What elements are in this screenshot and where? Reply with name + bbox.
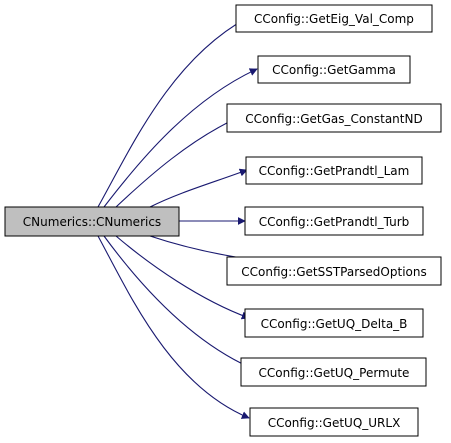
edge-to-getgamma: [103, 68, 258, 208]
edge-to-getgas-constantnd: [115, 117, 238, 208]
node-getgas-constantnd[interactable]: CConfig::GetGas_ConstantND: [226, 103, 442, 133]
edge-to-getuq-permute: [103, 235, 250, 368]
node-getuq-permute[interactable]: CConfig::GetUQ_Permute: [240, 357, 427, 387]
node-box: [240, 357, 427, 387]
node-label: CConfig::GetPrandtl_Turb: [259, 215, 410, 229]
node-box: [257, 55, 411, 84]
call-edges: [97, 17, 271, 419]
node-label: CConfig::GetSSTParsedOptions: [241, 265, 426, 279]
node-label: CConfig::GetGas_ConstantND: [245, 112, 422, 126]
node-label: CConfig::GetPrandtl_Lam: [259, 164, 410, 178]
node-box: [244, 308, 424, 338]
edge-to-getuq-urlx: [97, 235, 250, 419]
edge-to-getuq-delta-b: [115, 235, 250, 320]
node-getuq-delta-b[interactable]: CConfig::GetUQ_Delta_B: [244, 308, 424, 338]
source-node-box: [4, 206, 180, 237]
node-source[interactable]: CNumerics::CNumerics: [4, 206, 180, 237]
node-box: [226, 256, 442, 286]
node-label: CConfig::GetGamma: [272, 63, 396, 77]
node-getprandtl-lam[interactable]: CConfig::GetPrandtl_Lam: [245, 156, 423, 185]
node-label: CConfig::GetUQ_Permute: [259, 366, 410, 380]
node-box: [235, 4, 433, 33]
node-getuq-urlx[interactable]: CConfig::GetUQ_URLX: [249, 407, 419, 437]
node-box: [245, 156, 423, 185]
edge-to-getprandtl-lam: [149, 168, 248, 208]
edge-to-geteig-val-comp: [97, 17, 248, 208]
source-node-label: CNumerics::CNumerics: [23, 215, 161, 229]
node-label: CConfig::GetEig_Val_Comp: [254, 12, 414, 26]
node-getgamma[interactable]: CConfig::GetGamma: [257, 55, 411, 84]
node-getprandtl-turb[interactable]: CConfig::GetPrandtl_Turb: [244, 206, 424, 236]
node-getsstparsedoptions[interactable]: CConfig::GetSSTParsedOptions: [226, 256, 442, 286]
node-label: CConfig::GetUQ_Delta_B: [261, 317, 408, 331]
node-box: [249, 407, 419, 437]
node-geteig-val-comp[interactable]: CConfig::GetEig_Val_Comp: [235, 4, 433, 33]
node-box: [226, 103, 442, 133]
node-box: [244, 206, 424, 236]
node-label: CConfig::GetUQ_URLX: [268, 416, 401, 430]
